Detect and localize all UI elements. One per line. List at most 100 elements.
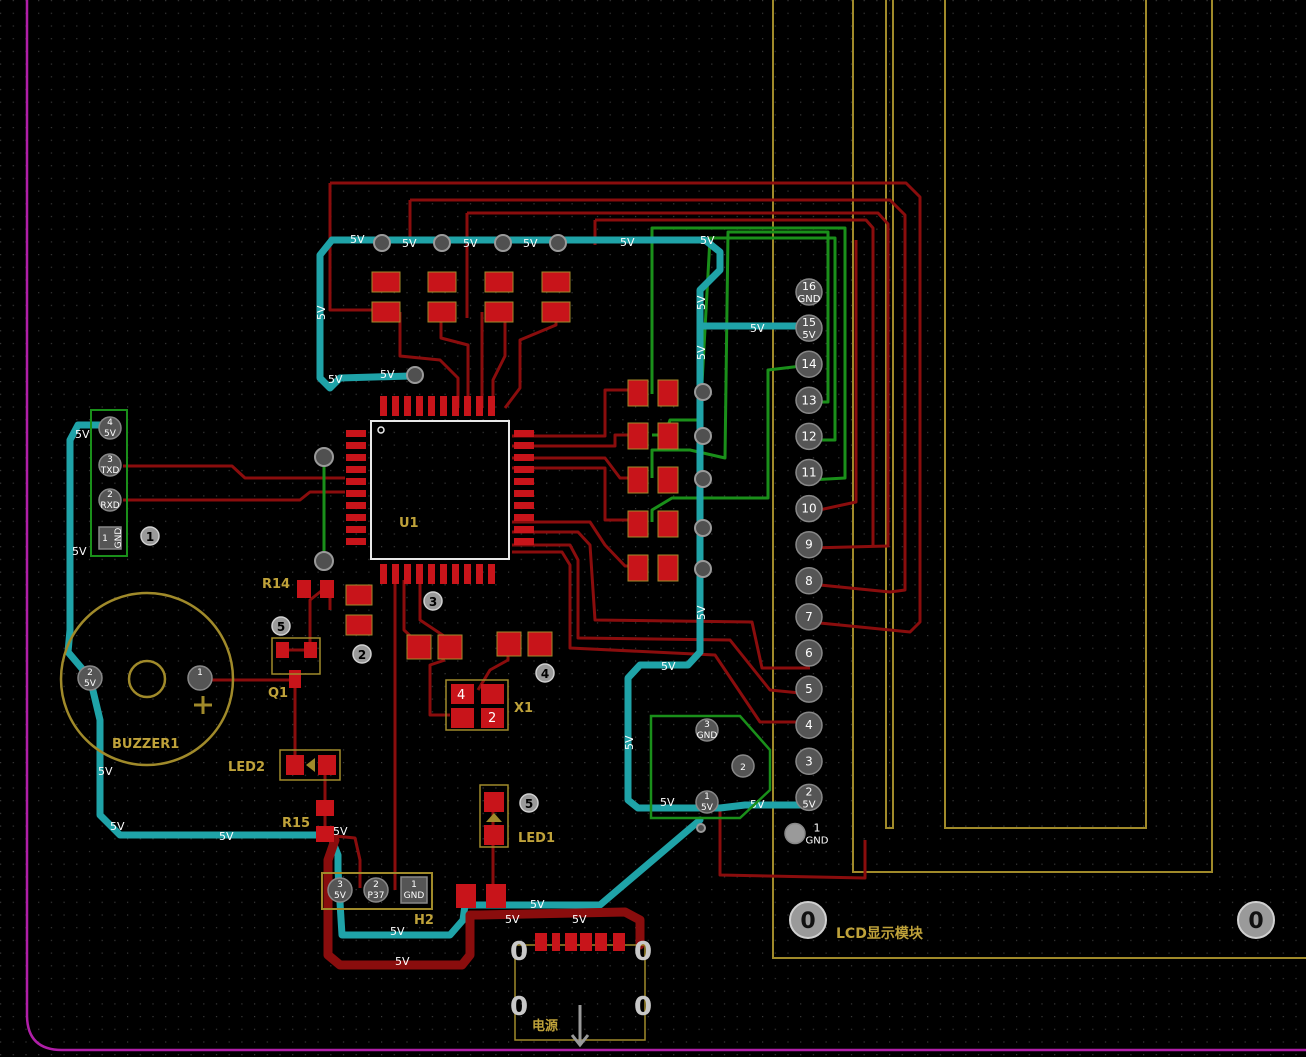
lcd-holes: 0 0 LCD显示模块 bbox=[789, 901, 1275, 942]
svg-text:3: 3 bbox=[337, 880, 343, 890]
svg-text:5V: 5V bbox=[402, 237, 417, 250]
svg-text:5V: 5V bbox=[660, 796, 675, 809]
lcd-pin-net: 5V bbox=[802, 799, 815, 810]
lcd-pin-10[interactable] bbox=[795, 494, 823, 523]
lcd-pin-num: 16 bbox=[802, 280, 816, 293]
svg-text:5V: 5V bbox=[463, 237, 478, 250]
svg-text:5V: 5V bbox=[530, 898, 545, 911]
r15-ref: R15 bbox=[282, 816, 310, 831]
u1-ref: U1 bbox=[399, 516, 419, 531]
cap-pair-2[interactable] bbox=[345, 584, 373, 636]
vias bbox=[314, 234, 712, 833]
crystal-caps[interactable] bbox=[406, 631, 553, 660]
svg-text:0: 0 bbox=[634, 992, 652, 1022]
svg-text:2: 2 bbox=[373, 880, 379, 890]
lcd-pin-num: 15 bbox=[802, 316, 816, 329]
svg-text:5V: 5V bbox=[328, 373, 343, 386]
lcd-pin-5[interactable] bbox=[795, 675, 823, 703]
svg-text:5V: 5V bbox=[110, 820, 125, 833]
u1-mcu[interactable]: U1 bbox=[346, 396, 534, 584]
led2[interactable]: LED2 bbox=[228, 749, 341, 781]
led1[interactable]: LED1 bbox=[479, 784, 555, 848]
svg-text:5V: 5V bbox=[505, 913, 520, 926]
svg-text:TXD: TXD bbox=[100, 466, 120, 476]
h2-header[interactable]: 3 5V 2 P37 1 GND H2 bbox=[321, 872, 434, 928]
lcd-pin-2[interactable] bbox=[795, 783, 823, 812]
left-header[interactable]: 4 5V 3 TXD 2 RXD 1 GND bbox=[90, 409, 128, 557]
lcd-pin-num: 10 bbox=[801, 502, 816, 516]
svg-text:5V: 5V bbox=[750, 322, 765, 335]
lcd-pin-num: 7 bbox=[805, 610, 813, 624]
lcd-pin-3[interactable] bbox=[795, 747, 823, 776]
right-resistors[interactable] bbox=[627, 379, 679, 582]
buzzer[interactable]: 2 5V 1 BUZZER1 bbox=[59, 591, 235, 767]
svg-text:1: 1 bbox=[102, 534, 108, 544]
lcd-pin-net: GND bbox=[798, 294, 821, 305]
svg-text:5V: 5V bbox=[395, 955, 410, 968]
lcd-pin-11[interactable] bbox=[795, 458, 823, 487]
svg-text:2: 2 bbox=[488, 711, 496, 726]
svg-text:5V: 5V bbox=[661, 660, 676, 673]
lcd-label: LCD显示模块 bbox=[836, 925, 924, 942]
lcd-pin-14[interactable] bbox=[795, 350, 823, 378]
svg-text:5V: 5V bbox=[98, 765, 113, 778]
lcd-pin-12[interactable] bbox=[795, 422, 823, 451]
lcd-pin-num: 13 bbox=[801, 393, 816, 407]
power-label: 电源 bbox=[532, 1018, 558, 1034]
svg-text:1: 1 bbox=[197, 668, 203, 678]
svg-text:1: 1 bbox=[411, 880, 417, 890]
power-resistor[interactable] bbox=[456, 884, 506, 908]
svg-text:5V: 5V bbox=[333, 825, 348, 838]
r15[interactable]: R15 bbox=[282, 800, 334, 842]
svg-text:4: 4 bbox=[457, 688, 465, 703]
usb-power-connector[interactable]: 0 0 0 0 电源 bbox=[510, 933, 652, 1048]
svg-text:5V: 5V bbox=[84, 679, 97, 689]
r14-q1[interactable]: R14 Q1 bbox=[262, 577, 334, 701]
lcd-pin-6[interactable] bbox=[795, 639, 823, 667]
x1-crystal[interactable]: 4 2 X1 bbox=[445, 679, 533, 731]
svg-text:5V: 5V bbox=[695, 605, 708, 620]
svg-text:5V: 5V bbox=[104, 429, 117, 439]
svg-text:0: 0 bbox=[510, 937, 528, 967]
lcd-pin-9[interactable] bbox=[795, 530, 823, 559]
lcd-pin-7[interactable] bbox=[795, 603, 823, 631]
lcd-pin-num: 4 bbox=[805, 718, 813, 732]
svg-text:5V: 5V bbox=[523, 237, 538, 250]
x1-ref: X1 bbox=[514, 701, 533, 716]
fcu-power-traces bbox=[323, 835, 645, 970]
voltage-regulator[interactable]: 3 GND 2 1 5V bbox=[649, 714, 772, 820]
svg-text:5V: 5V bbox=[350, 233, 365, 246]
h2-ref: H2 bbox=[414, 913, 434, 928]
led1-ref: LED1 bbox=[518, 831, 555, 846]
svg-text:5V: 5V bbox=[620, 236, 635, 249]
lcd-pin-num: 5 bbox=[805, 682, 813, 696]
svg-text:2: 2 bbox=[740, 763, 746, 773]
lcd-pin-net: 5V bbox=[802, 330, 815, 341]
lcd-pin-16[interactable] bbox=[795, 278, 823, 306]
svg-text:5V: 5V bbox=[750, 798, 765, 811]
lcd-pin-13[interactable] bbox=[795, 386, 823, 415]
svg-text:3: 3 bbox=[704, 720, 710, 730]
svg-text:5V: 5V bbox=[390, 925, 405, 938]
svg-text:GND: GND bbox=[114, 528, 124, 549]
lcd-pin-4[interactable] bbox=[795, 711, 823, 739]
svg-text:2: 2 bbox=[87, 668, 93, 678]
q1-ref: Q1 bbox=[268, 686, 288, 701]
led2-ref: LED2 bbox=[228, 760, 265, 775]
lcd-pin-num: 3 bbox=[805, 754, 813, 768]
lcd-pin-num: 14 bbox=[801, 357, 816, 371]
svg-text:5V: 5V bbox=[700, 234, 715, 247]
lcd-pin-num: 8 bbox=[805, 574, 813, 588]
svg-text:3: 3 bbox=[429, 595, 437, 609]
net-labels: 5V 5V 5V 5V 5V 5V 5V 5V 5V 5V 5V 5V 5V 5… bbox=[72, 233, 765, 968]
markers: 1 3 4 5 2 5 bbox=[140, 526, 555, 813]
lcd-pin-net: GND bbox=[806, 836, 829, 847]
lcd-pin-1[interactable] bbox=[784, 822, 806, 845]
board-outline bbox=[25, 0, 1306, 1052]
lcd-pin-8[interactable] bbox=[795, 567, 823, 595]
lcd-pin-15[interactable] bbox=[795, 314, 823, 342]
top-resistors[interactable] bbox=[371, 271, 571, 323]
